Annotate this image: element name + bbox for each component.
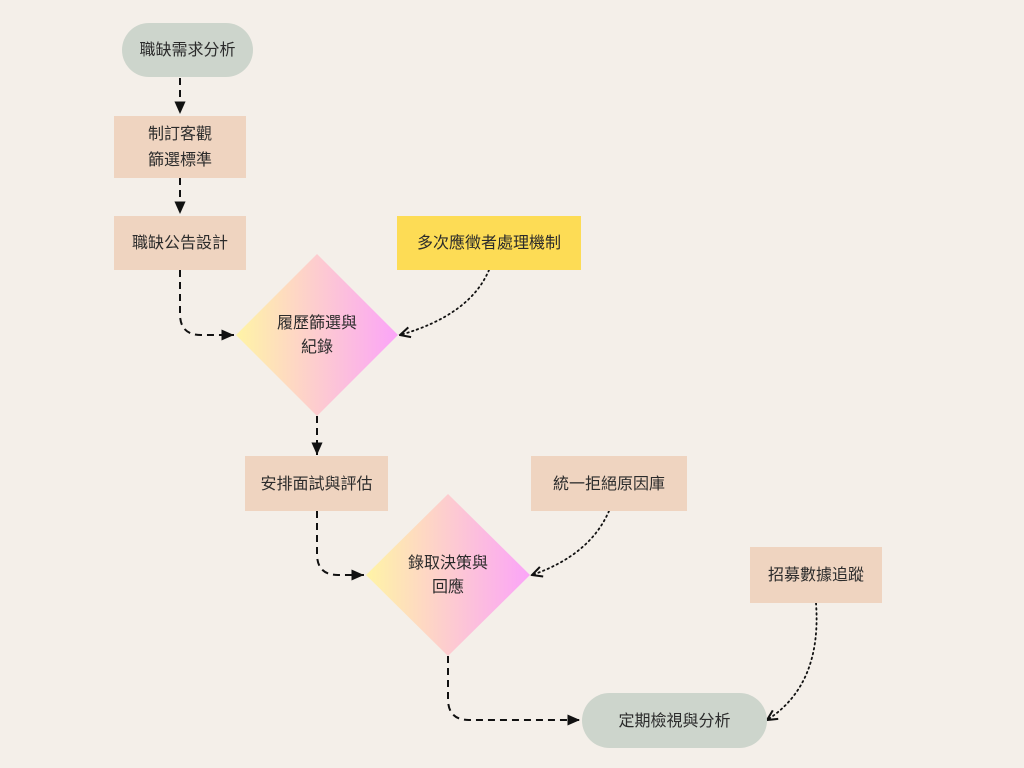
node-posting: 職缺公告設計 xyxy=(114,216,246,270)
node-decision: 錄取決策與 回應 xyxy=(407,553,488,596)
node-start: 職缺需求分析 xyxy=(122,23,253,77)
node-interview: 安排面試與評估 xyxy=(245,456,388,511)
node-criteria: 制訂客觀 篩選標準 xyxy=(114,116,246,178)
edge-interview-to-decision xyxy=(316,511,364,581)
edge-posting-to-screening xyxy=(179,270,234,341)
edge-decision-to-review xyxy=(447,656,580,726)
decision-diamond xyxy=(366,494,530,656)
node-tracking: 招募數據追蹤 xyxy=(750,547,882,603)
node-multi-apply: 多次應徵者處理機制 xyxy=(397,216,581,270)
node-reject-reasons: 統一拒絕原因庫 xyxy=(531,456,687,511)
edge-tracking-to-review xyxy=(767,602,818,720)
edge-multi-apply-to-screening xyxy=(400,269,490,335)
edge-reject-reasons-to-decision xyxy=(532,510,610,575)
screening-diamond xyxy=(236,254,398,416)
node-review: 定期檢視與分析 xyxy=(582,693,767,748)
node-screening: 履歷篩選與 紀錄 xyxy=(276,313,357,356)
